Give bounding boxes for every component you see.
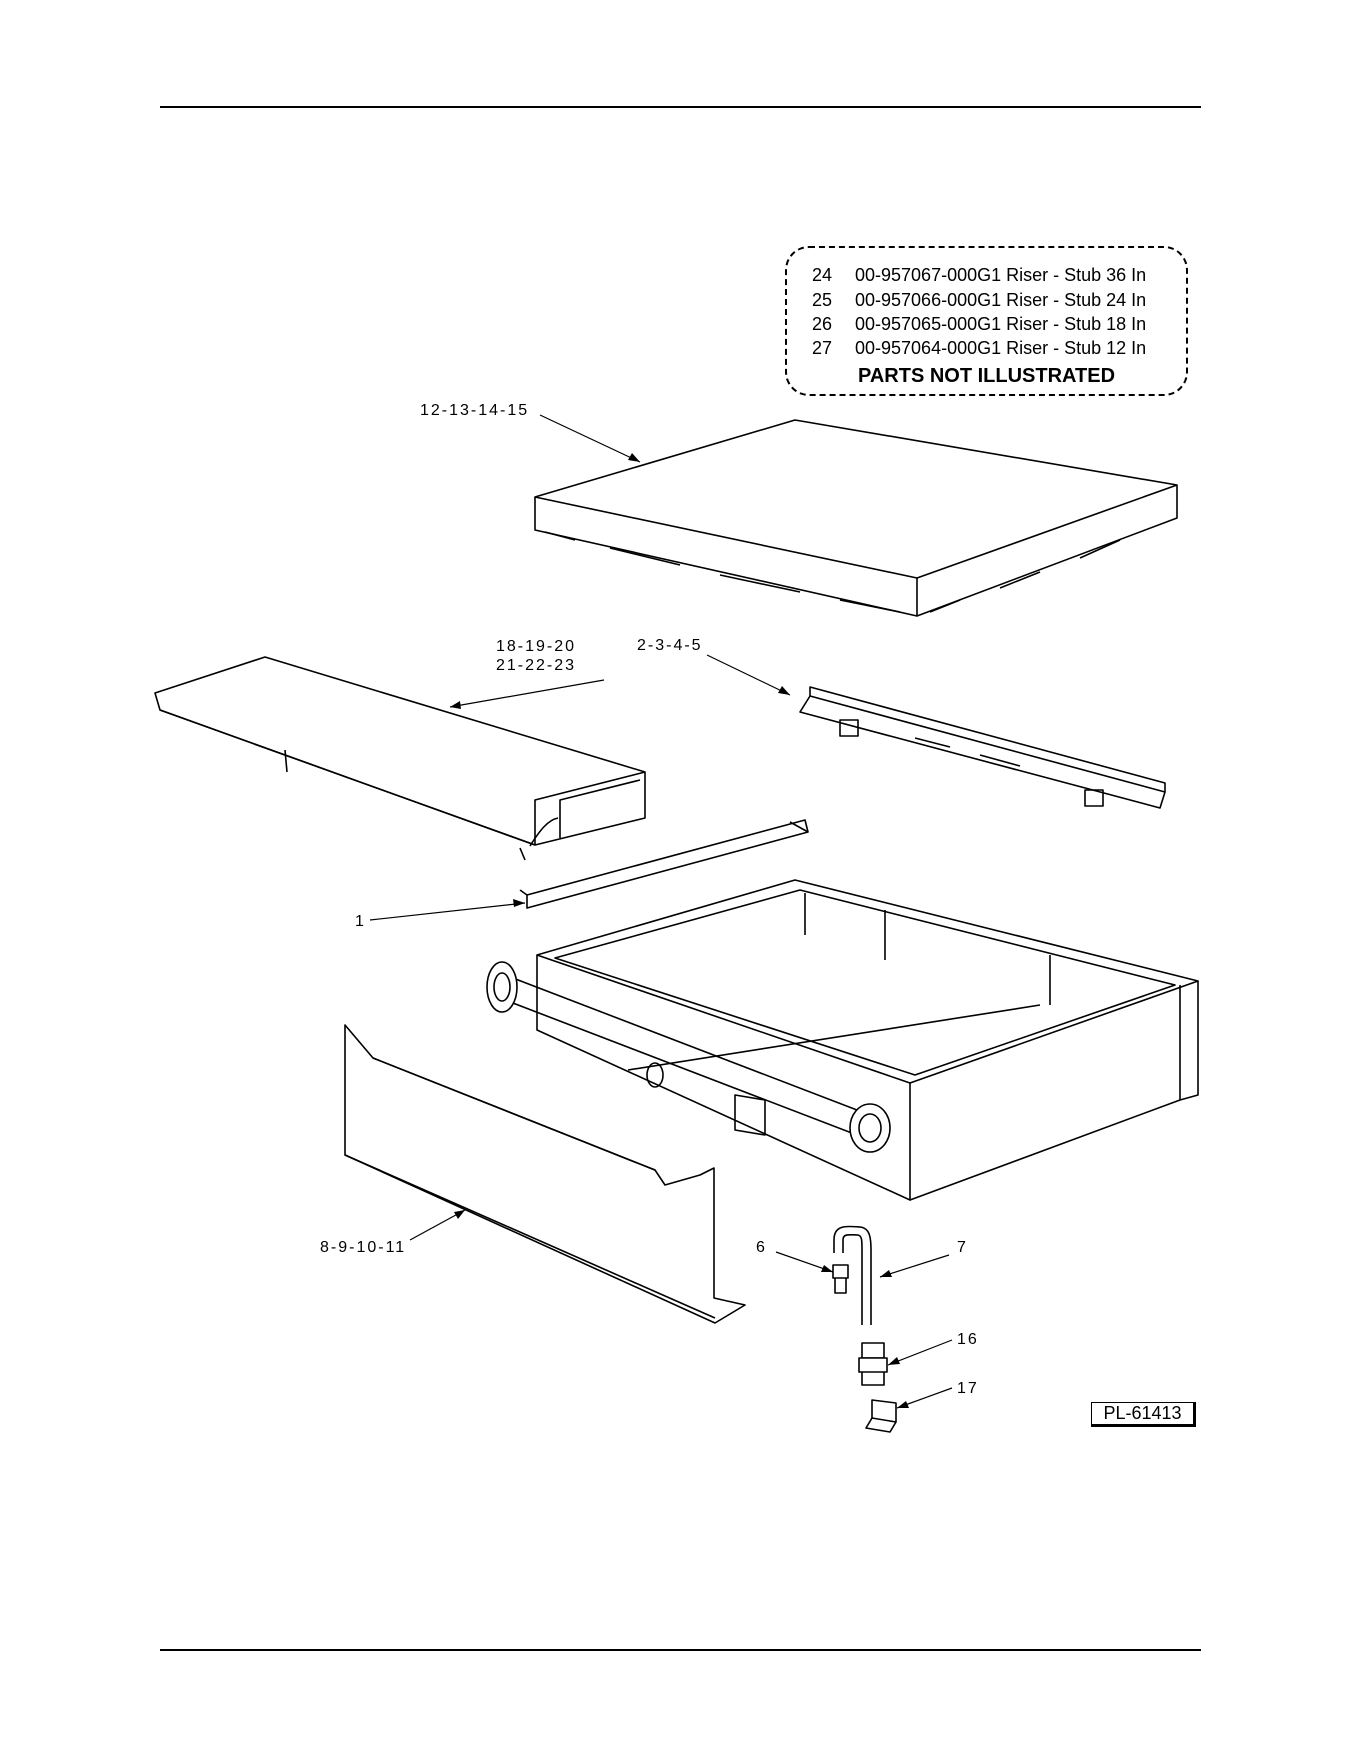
leader-front-rail [370,903,525,920]
legend-item-number: 25 [812,290,855,311]
legend-item-text: 00-957065-000G1 Riser - Stub 18 In [855,314,1146,334]
callout-front-cover-line2: 21-22-23 [496,656,576,675]
legend-item-text: 00-957064-000G1 Riser - Stub 12 In [855,338,1146,358]
leader-front-cover [450,680,604,707]
callout-side-panel: 8-9-10-11 [320,1239,406,1257]
leader-top-cover [540,415,640,462]
legend-item-number: 24 [812,265,855,286]
front-cover-part [155,657,645,860]
callout-front-cover-line1: 18-19-20 [496,637,576,656]
callout-connector: 16 [957,1331,979,1349]
callout-top-cover: 12-13-14-15 [420,402,529,420]
bracket-part [866,1400,896,1432]
legend-item-text: 00-957067-000G1 Riser - Stub 36 In [855,265,1146,285]
callout-front-rail: 1 [355,913,366,931]
callout-rear-rail: 2-3-4-5 [637,637,703,655]
legend-item-text: 00-957066-000G1 Riser - Stub 24 In [855,290,1146,310]
connector-part [859,1343,887,1385]
callout-front-cover: 18-19-20 21-22-23 [496,637,576,675]
leader-rear-rail [707,655,790,695]
top-cover-part [535,420,1177,616]
legend-item-number: 27 [812,338,855,359]
callout-fitting: 6 [756,1239,767,1257]
rear-rail-part [800,687,1165,808]
legend-footer: PARTS NOT ILLUSTRATED [787,365,1186,388]
fitting-part [833,1265,848,1293]
plate-id-label: PL-61413 [1091,1402,1196,1427]
callout-tube: 7 [957,1239,968,1257]
legend-item-number: 26 [812,314,855,335]
callout-bracket: 17 [957,1380,979,1398]
